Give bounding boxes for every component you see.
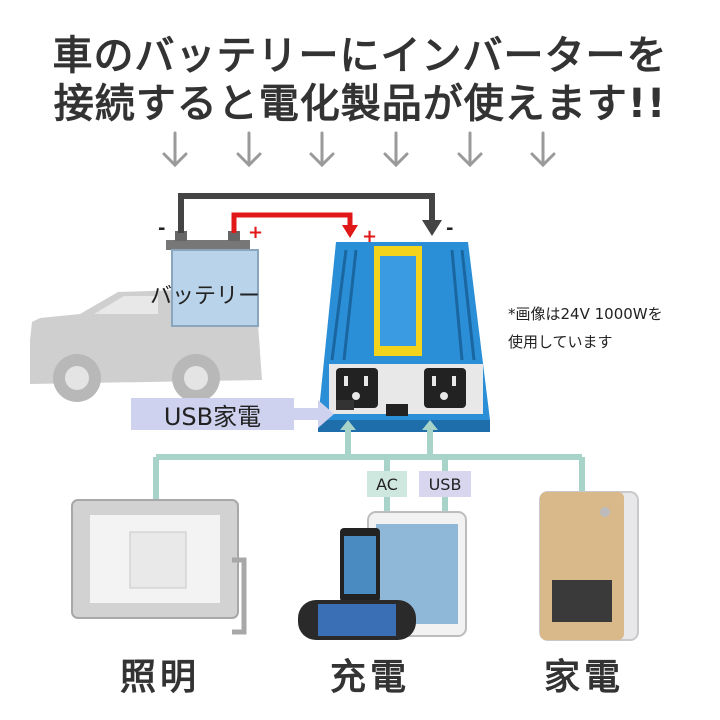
battery-icon (166, 231, 259, 327)
down-arrows (162, 131, 556, 168)
down-arrow-icon (162, 131, 188, 168)
headline-line-1: 車のバッテリーにインバーターを (52, 33, 668, 79)
black-cable (178, 193, 435, 233)
floodlight-icon (71, 499, 247, 635)
red-arrow-icon (342, 225, 358, 238)
up-arrow-icon (422, 420, 438, 430)
usb-tag: USB (419, 471, 471, 497)
inverter-icon (318, 242, 490, 432)
ac-tag: AC (367, 471, 407, 497)
up-arrow-icon (340, 420, 356, 430)
device-connector-lines (153, 424, 585, 512)
battery-minus-sign: - (158, 218, 166, 239)
ac-outlet-icon (424, 368, 466, 408)
lighting-label: 照明 (119, 657, 200, 698)
note-line-1: *画像は24V 1000Wを (508, 305, 663, 323)
inverter-minus-sign: - (446, 218, 454, 239)
battery-plus-sign: + (248, 222, 264, 243)
power-switch-icon (386, 404, 408, 416)
appliance-label: 家電 (543, 657, 624, 698)
inverter-plus-sign: + (362, 226, 378, 247)
note: *画像は24V 1000Wを 使用しています (508, 300, 663, 356)
down-arrow-icon (236, 131, 262, 168)
battery-label: バッテリー (150, 284, 261, 309)
down-arrow-icon (530, 131, 556, 168)
headline-line-2: 接続すると電化製品が使えます!! (53, 81, 667, 127)
note-line-2: 使用しています (508, 333, 613, 351)
usb-arrow-icon (294, 400, 334, 428)
ac-outlet-icon (336, 368, 378, 408)
charging-label: 充電 (329, 657, 410, 698)
game-console-icon (298, 600, 416, 640)
black-arrow-icon (422, 220, 442, 236)
smartphone-icon (340, 528, 380, 602)
red-cable (231, 212, 353, 233)
down-arrow-icon (383, 131, 409, 168)
usb-port-icon (336, 400, 354, 410)
down-arrow-icon (309, 131, 335, 168)
down-arrow-icon (457, 131, 483, 168)
usb-appliance-label: USB家電 (131, 398, 294, 431)
heater-icon (539, 491, 639, 641)
